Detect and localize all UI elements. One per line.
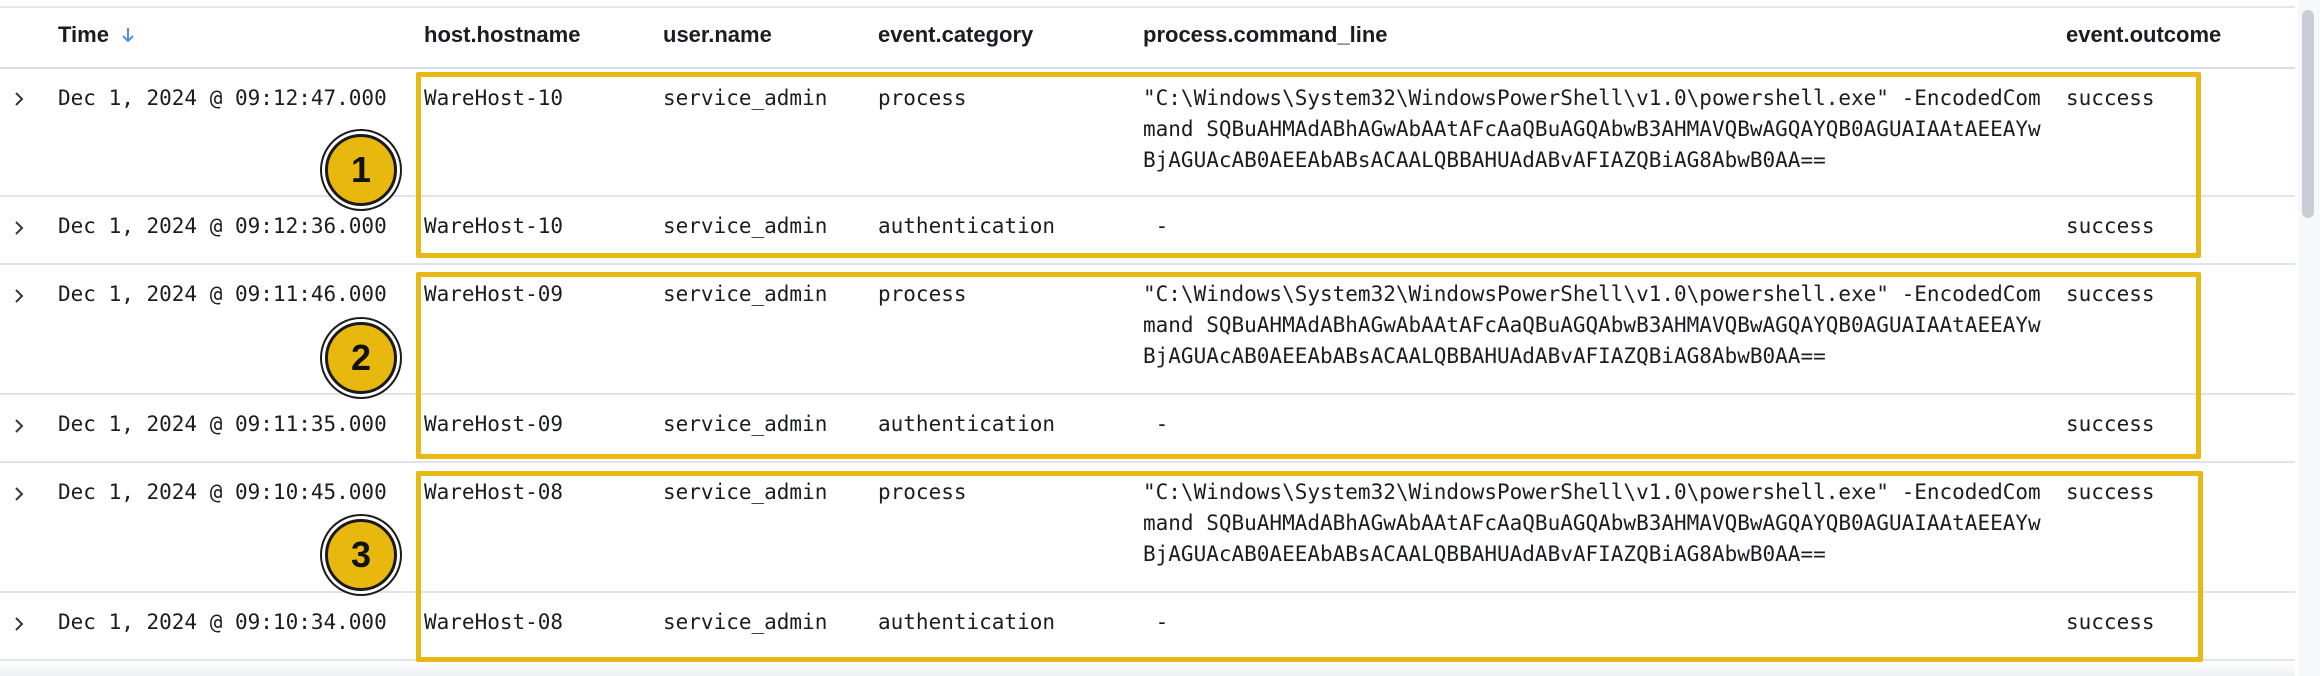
- cell-command-line: -: [1143, 214, 1169, 238]
- cell-category: authentication: [878, 610, 1056, 634]
- cell-command-line: "C:\Windows\System32\WindowsPowerShell\v…: [1143, 480, 2041, 566]
- arrow-down-icon[interactable]: [121, 23, 135, 49]
- annotation-badge-1: 1: [325, 134, 397, 206]
- cell-outcome: success: [2066, 610, 2155, 634]
- cell-time: Dec 1, 2024 @ 09:10:34.000: [58, 610, 387, 634]
- cell-outcome: success: [2066, 86, 2155, 110]
- column-header-time-label: Time: [58, 22, 109, 47]
- chevron-right-icon[interactable]: [10, 485, 28, 503]
- annotation-badge-3: 3: [325, 519, 397, 591]
- cell-outcome: success: [2066, 214, 2155, 238]
- cell-command-line: -: [1143, 412, 1169, 436]
- chevron-right-icon[interactable]: [10, 615, 28, 633]
- highlight-box-1: [416, 72, 2201, 258]
- scrollbar-thumb[interactable]: [2302, 10, 2314, 218]
- cell-time: Dec 1, 2024 @ 09:12:36.000: [58, 214, 387, 238]
- cell-outcome: success: [2066, 282, 2155, 306]
- table-header: Time host.hostname user.name event.categ…: [0, 8, 2295, 69]
- cell-hostname: WareHost-10: [424, 214, 564, 238]
- cell-username: service_admin: [663, 86, 828, 110]
- cell-hostname: WareHost-08: [424, 610, 564, 634]
- cell-username: service_admin: [663, 610, 828, 634]
- cell-username: service_admin: [663, 282, 828, 306]
- cell-username: service_admin: [663, 480, 828, 504]
- table-top-border: [0, 0, 2295, 8]
- column-header-username[interactable]: user.name: [663, 22, 772, 47]
- cell-time: Dec 1, 2024 @ 09:11:35.000: [58, 412, 387, 436]
- cell-hostname: WareHost-10: [424, 86, 564, 110]
- cell-hostname: WareHost-09: [424, 412, 564, 436]
- vertical-scrollbar[interactable]: [2298, 0, 2320, 676]
- chevron-right-icon[interactable]: [10, 90, 28, 108]
- cell-outcome: success: [2066, 412, 2155, 436]
- chevron-right-icon[interactable]: [10, 417, 28, 435]
- chevron-right-icon[interactable]: [10, 219, 28, 237]
- column-header-command-line[interactable]: process.command_line: [1143, 22, 1388, 47]
- annotation-badge-2: 2: [325, 322, 397, 394]
- column-header-time[interactable]: Time: [58, 22, 135, 49]
- column-header-category[interactable]: event.category: [878, 22, 1034, 47]
- highlight-box-2: [416, 272, 2201, 459]
- table-row[interactable]: Dec 1, 2024 @ 09:11:35.000 WareHost-09 s…: [0, 395, 2295, 463]
- column-header-outcome[interactable]: event.outcome: [2066, 22, 2222, 47]
- cell-category: authentication: [878, 412, 1056, 436]
- cell-category: process: [878, 282, 967, 306]
- cell-hostname: WareHost-08: [424, 480, 564, 504]
- cell-category: process: [878, 86, 967, 110]
- cell-time: Dec 1, 2024 @ 09:12:47.000: [58, 86, 387, 110]
- cell-username: service_admin: [663, 214, 828, 238]
- cell-time: Dec 1, 2024 @ 09:11:46.000: [58, 282, 387, 306]
- highlight-box-3: [416, 471, 2203, 662]
- cell-time: Dec 1, 2024 @ 09:10:45.000: [58, 480, 387, 504]
- table-row[interactable]: Dec 1, 2024 @ 09:12:36.000 WareHost-10 s…: [0, 197, 2295, 265]
- cell-category: process: [878, 480, 967, 504]
- column-header-hostname[interactable]: host.hostname: [424, 22, 581, 47]
- cell-hostname: WareHost-09: [424, 282, 564, 306]
- chevron-right-icon[interactable]: [10, 287, 28, 305]
- cell-command-line: "C:\Windows\System32\WindowsPowerShell\v…: [1143, 282, 2041, 368]
- table-bottom-fade: [0, 662, 2295, 676]
- table-row[interactable]: Dec 1, 2024 @ 09:11:46.000 WareHost-09 s…: [0, 265, 2295, 395]
- table-row[interactable]: Dec 1, 2024 @ 09:12:47.000 WareHost-10 s…: [0, 69, 2295, 197]
- cell-category: authentication: [878, 214, 1056, 238]
- cell-command-line: "C:\Windows\System32\WindowsPowerShell\v…: [1143, 86, 2041, 172]
- table-row[interactable]: Dec 1, 2024 @ 09:10:45.000 WareHost-08 s…: [0, 463, 2295, 593]
- cell-outcome: success: [2066, 480, 2155, 504]
- cell-command-line: -: [1143, 610, 1169, 634]
- cell-username: service_admin: [663, 412, 828, 436]
